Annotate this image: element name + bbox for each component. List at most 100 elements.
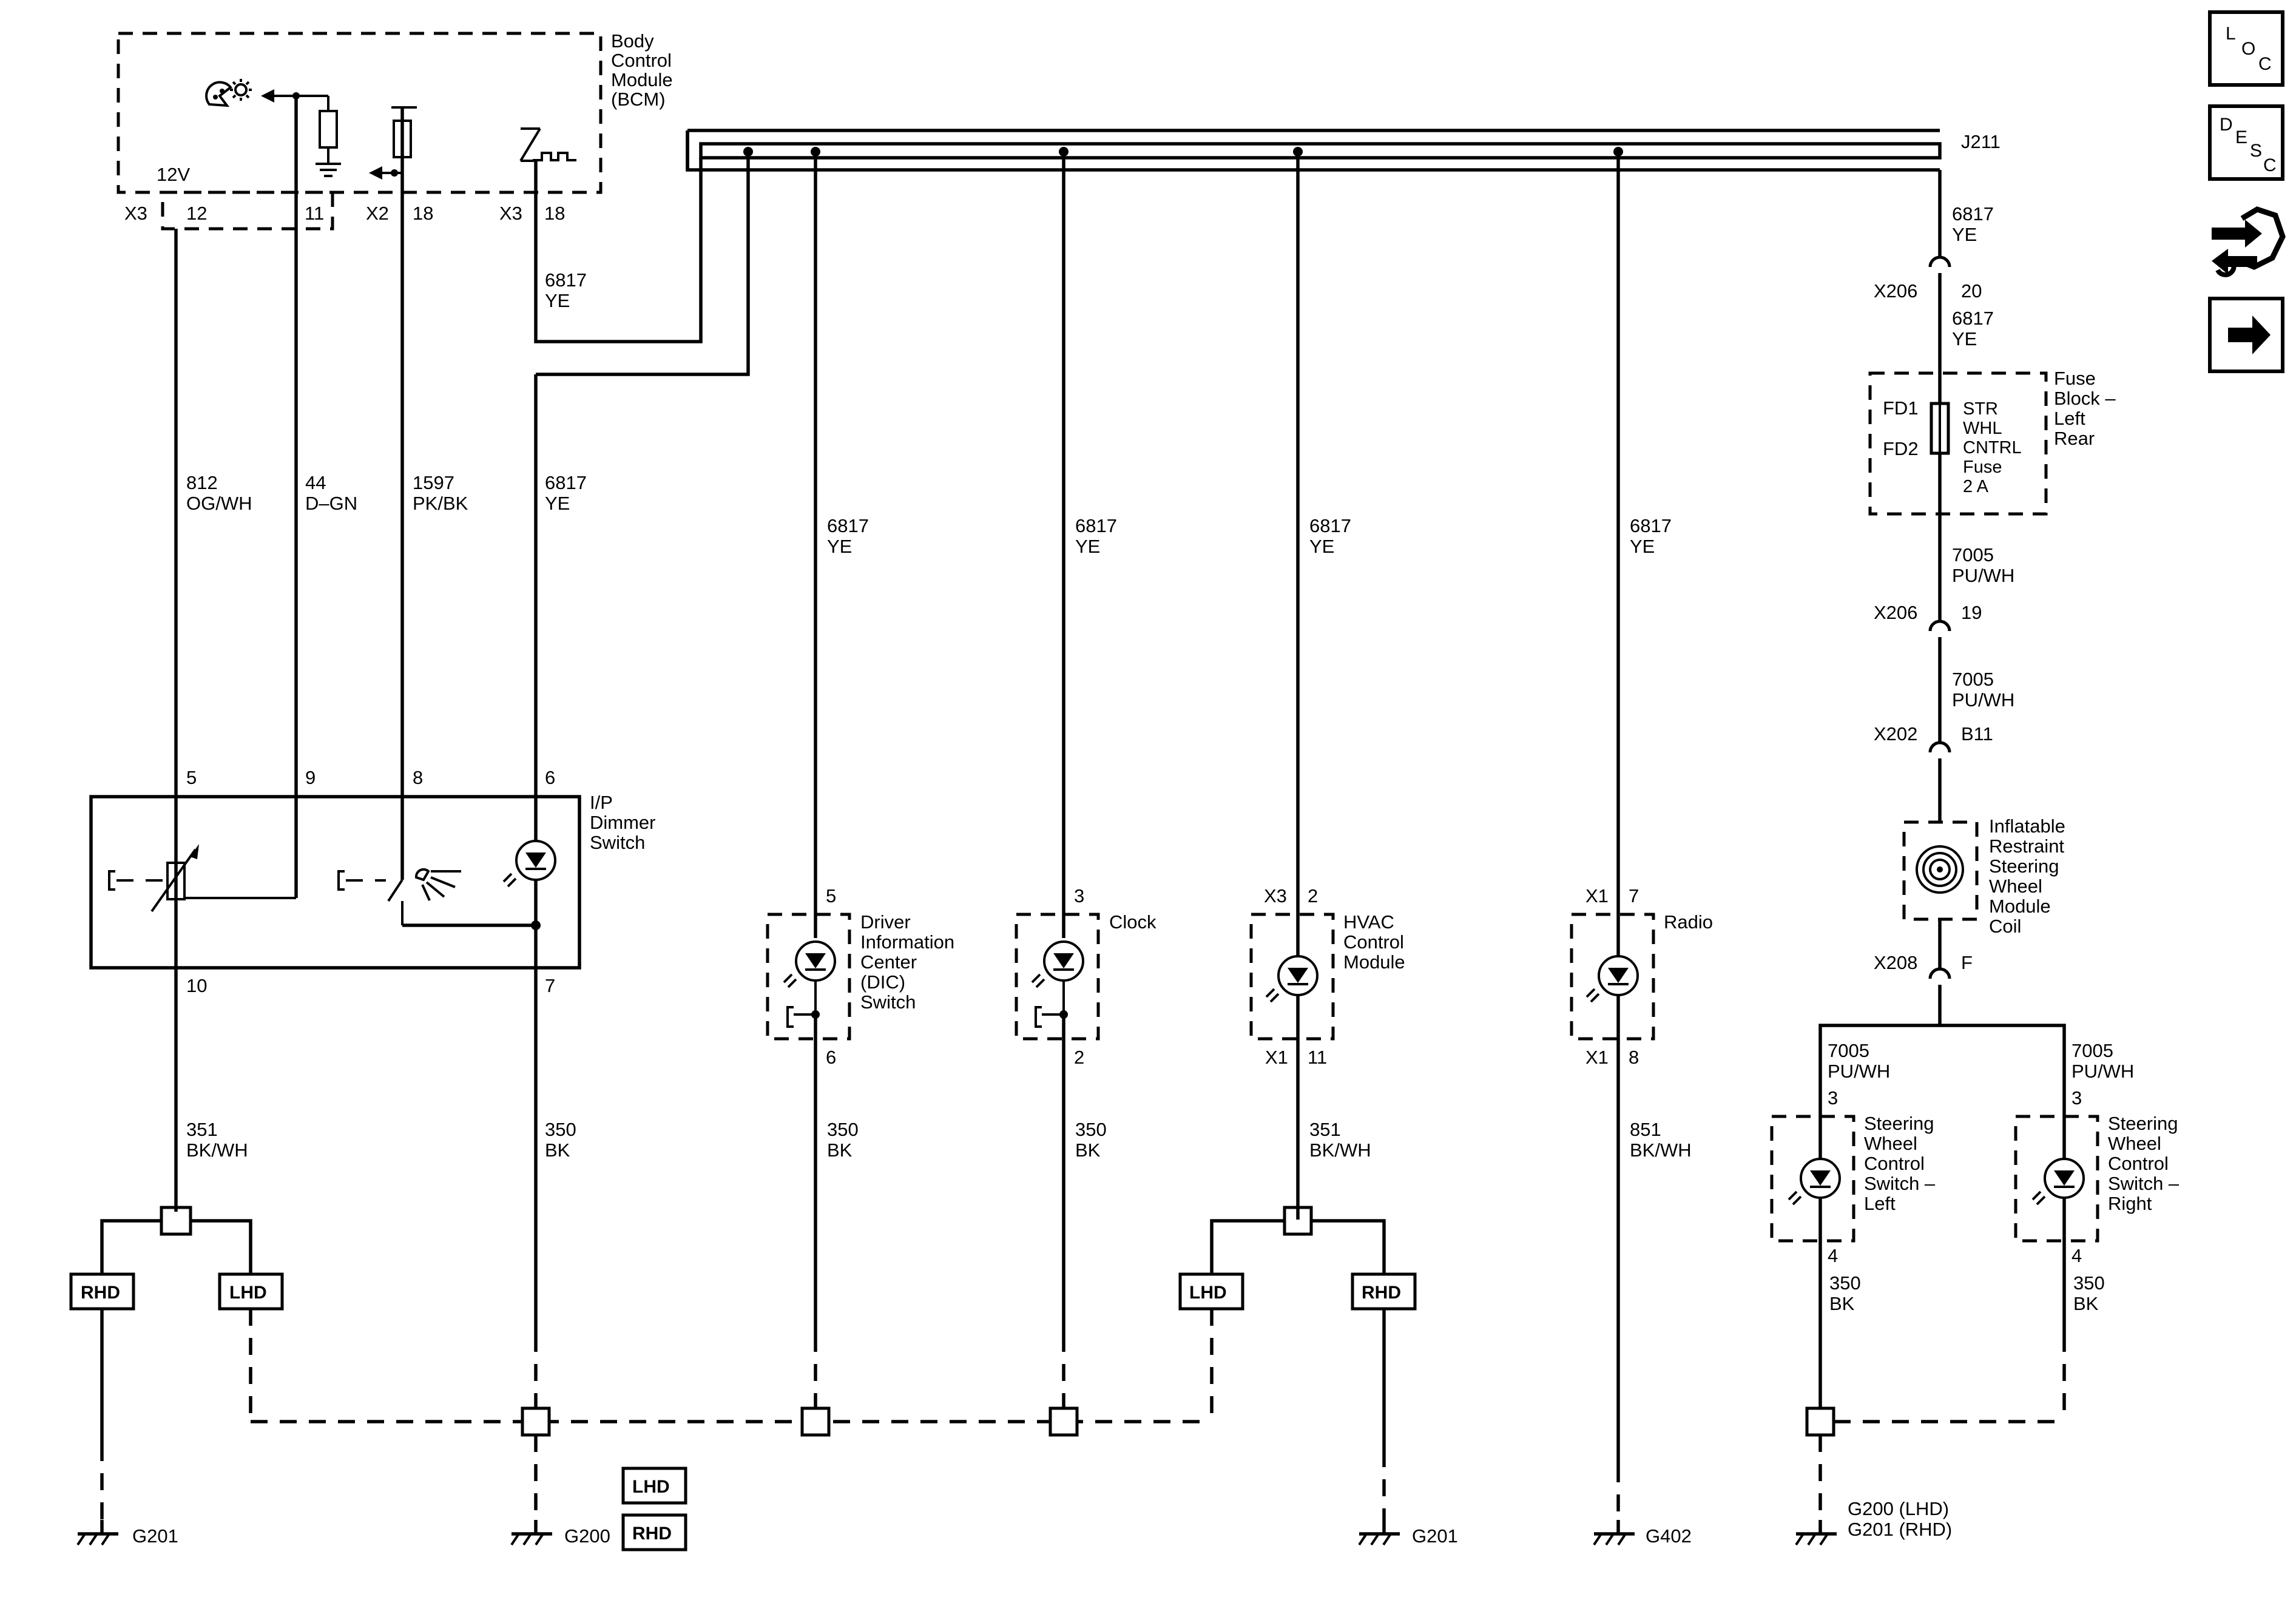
pin-20: 20 bbox=[1961, 280, 1982, 302]
ground-label-g200-lhd: G200 (LHD) bbox=[1848, 1498, 1949, 1519]
ip-pin-9: 9 bbox=[305, 767, 316, 788]
hvac-label-3: Module bbox=[1343, 951, 1405, 973]
sw-left-label-4: Switch – bbox=[1864, 1173, 1936, 1194]
wire-6817-bcm-color: YE bbox=[545, 290, 570, 311]
ip-pin-6: 6 bbox=[545, 767, 555, 788]
bcm-label-2: Control bbox=[611, 50, 672, 71]
wire-6817-right2-num: 6817 bbox=[1952, 308, 1994, 329]
radio-conn-x1-bot: X1 bbox=[1585, 1047, 1609, 1068]
wire-350-swl-color: BK bbox=[1829, 1293, 1855, 1314]
wire-851-radio-color: BK/WH bbox=[1630, 1139, 1692, 1161]
sw-left-label-3: Control bbox=[1864, 1153, 1925, 1174]
wire-6817-dic-num: 6817 bbox=[827, 515, 869, 536]
nav-loc-button[interactable]: L O C bbox=[2208, 10, 2284, 87]
coil-label-4: Wheel bbox=[1989, 876, 2042, 897]
tag-rhd-mid: RHD bbox=[1362, 1283, 1401, 1303]
wire-351-ip-num: 351 bbox=[186, 1119, 218, 1140]
clock-label: Clock bbox=[1109, 911, 1156, 933]
ground-g200: G200 bbox=[510, 1520, 610, 1547]
nav-desc-button[interactable]: D E S C bbox=[2208, 104, 2284, 181]
sw-left-label-2: Wheel bbox=[1864, 1133, 1917, 1154]
dic-pin-6: 6 bbox=[826, 1047, 836, 1068]
ground-g201-mid: G201 bbox=[1358, 1520, 1458, 1547]
wire-350-swl-num: 350 bbox=[1829, 1272, 1861, 1294]
wire-7005-a-num: 7005 bbox=[1952, 544, 1994, 565]
fuse-block-label-3: Left bbox=[2054, 408, 2085, 429]
rheostat-icon bbox=[108, 844, 296, 913]
nav-loc-o: O bbox=[2241, 39, 2255, 59]
radio-module: X1 7 X1 8 Radio bbox=[1570, 885, 1713, 1068]
dic-label-3: Center bbox=[860, 951, 917, 973]
wire-6817-hvac-num: 6817 bbox=[1309, 515, 1351, 536]
led-icon bbox=[1031, 940, 1084, 988]
wire-351-ip-color: BK/WH bbox=[186, 1139, 248, 1161]
led-icon bbox=[2031, 1158, 2085, 1206]
coil-label-3: Steering bbox=[1989, 856, 2059, 877]
led-icon bbox=[502, 840, 556, 888]
conn-x206-b: X206 bbox=[1874, 602, 1917, 623]
wire-7005-b-num: 7005 bbox=[1952, 669, 1994, 690]
ground-label-g200: G200 bbox=[564, 1525, 610, 1547]
steering-switch-left: 3 4 Steering Wheel Control Switch – Left… bbox=[1770, 1087, 1936, 1423]
wire-1597-color: PK/BK bbox=[413, 493, 468, 514]
wire-7005-r-num: 7005 bbox=[2071, 1040, 2113, 1061]
coil-label-2: Restraint bbox=[1989, 836, 2064, 857]
conn-x202: X202 bbox=[1874, 723, 1917, 744]
wire-7005-b-color: PU/WH bbox=[1952, 689, 2014, 711]
ip-pin-7: 7 bbox=[545, 975, 555, 996]
connector-swap-icon[interactable] bbox=[2212, 206, 2286, 277]
ip-dimmer-label-3: Switch bbox=[590, 832, 645, 853]
legend-rhd: RHD bbox=[632, 1524, 672, 1544]
bcm-label-1: Body bbox=[611, 30, 654, 52]
ip-dimmer-label-1: I/P bbox=[590, 792, 613, 813]
dic-label-5: Switch bbox=[860, 991, 916, 1013]
next-arrow-icon[interactable] bbox=[2208, 297, 2284, 373]
ip-pin-10: 10 bbox=[186, 975, 207, 996]
tag-lhd-left: LHD bbox=[229, 1283, 267, 1303]
radio-pin-8: 8 bbox=[1629, 1047, 1639, 1068]
wire-6817-radio-num: 6817 bbox=[1630, 515, 1672, 536]
conn-x2: X2 bbox=[366, 203, 389, 224]
hvac-conn-x3: X3 bbox=[1264, 885, 1287, 906]
nav-desc-e: E bbox=[2235, 127, 2247, 147]
pin-f: F bbox=[1961, 952, 1973, 973]
hvac-control-module: X3 2 X1 11 HVAC Control Module bbox=[1249, 885, 1405, 1068]
sw-right-label-2: Wheel bbox=[2108, 1133, 2161, 1154]
led-icon bbox=[1788, 1158, 1841, 1206]
coil-label-6: Coil bbox=[1989, 916, 2021, 937]
steering-switch-right: 3 4 Steering Wheel Control Switch – Righ… bbox=[2014, 1087, 2180, 1422]
coil-label-1: Inflatable bbox=[1989, 815, 2065, 837]
fuse-block-label-4: Rear bbox=[2054, 428, 2095, 449]
bcm-label-4: (BCM) bbox=[611, 89, 666, 110]
clock-module: 3 2 Clock bbox=[1015, 885, 1156, 1068]
splice-label: J211 bbox=[1961, 131, 2001, 152]
bcm-label-3: Module bbox=[611, 69, 673, 90]
hvac-conn-x1: X1 bbox=[1265, 1047, 1288, 1068]
sw-right-label-4: Switch – bbox=[2108, 1173, 2180, 1194]
wire-6817-dic-color: YE bbox=[827, 536, 852, 557]
ip-pin-8: 8 bbox=[413, 767, 423, 788]
pin-19: 19 bbox=[1961, 602, 1982, 623]
steering-wheel-chain: 6817 YE X206 20 6817 YE Fuse Block – Lef… bbox=[1818, 170, 2134, 1116]
wire-1597-num: 1597 bbox=[413, 472, 454, 493]
wire-6817-radio-color: YE bbox=[1630, 536, 1655, 557]
splice-pack-j211: J211 bbox=[686, 129, 2001, 172]
sw-left-pin-3: 3 bbox=[1828, 1087, 1838, 1109]
ground-g200-g201-right: G200 (LHD) G201 (RHD) bbox=[1795, 1406, 2064, 1546]
hvac-pin-2: 2 bbox=[1308, 885, 1318, 906]
fuse-block-label-1: Fuse bbox=[2054, 368, 2096, 389]
ip-pin-5: 5 bbox=[186, 767, 197, 788]
conn-x3-a: X3 bbox=[124, 203, 147, 224]
wire-7005-l-color: PU/WH bbox=[1828, 1061, 1890, 1082]
wire-350-ip-num: 350 bbox=[545, 1119, 576, 1140]
nav-loc-c: C bbox=[2258, 54, 2272, 74]
dic-label-1: Driver bbox=[860, 911, 911, 933]
bcm-12v-label: 12V bbox=[157, 164, 190, 185]
sw-right-pin-3: 3 bbox=[2071, 1087, 2082, 1109]
sw-left-pin-4: 4 bbox=[1828, 1245, 1838, 1266]
fuse-label-3: CNTRL bbox=[1963, 438, 2022, 457]
wire-812-num: 812 bbox=[186, 472, 218, 493]
ip-dimmer-switch: I/P Dimmer Switch 5 9 8 6 10 7 bbox=[89, 767, 656, 996]
wire-44-color: D–GN bbox=[305, 493, 357, 514]
ground-icon bbox=[316, 163, 341, 177]
